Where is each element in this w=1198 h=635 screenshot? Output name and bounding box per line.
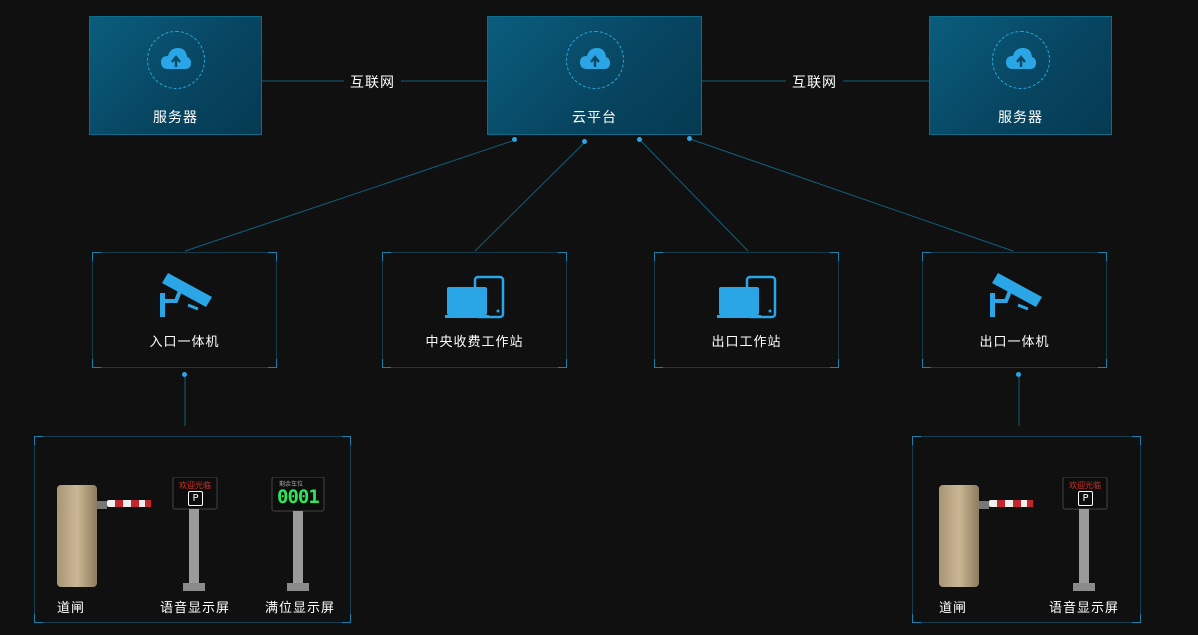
space-display-screen-text: 剩余车位 [279,481,304,488]
barrier-gate-label: 道闸 [57,601,86,616]
server-label: 服务器 [153,110,198,126]
central-toll-station: 中央收费工作站 [382,252,567,368]
cloud-upload-icon [146,31,205,89]
voice-display-screen-text: 欢迎光临 [1069,481,1101,490]
space-display-digits: 0001 [277,486,320,508]
link-cloud-exit-station [639,139,749,252]
connector-dot [582,139,587,144]
exit-device-group: 道闸 欢迎光临 P 语音显示屏 [912,436,1141,623]
entry-device-group: 道闸 欢迎光临 P 语音显示屏 剩余车位 0001 满位显示屏 [34,436,351,623]
connector-dot [637,137,642,142]
barrier-gate-icon [935,483,1035,593]
exit-terminal-label: 出口一体机 [979,335,1050,350]
parking-badge: P [1078,491,1093,506]
connector-dot [182,372,187,377]
server-label: 服务器 [998,110,1043,126]
link-cloud-exit-terminal [689,138,1014,252]
central-toll-station-label: 中央收费工作站 [425,335,524,350]
voice-display-label: 语音显示屏 [160,601,231,616]
voice-display-label: 语音显示屏 [1049,601,1120,616]
connector-dot [687,136,692,141]
network-label-right: 互联网 [786,72,843,92]
parking-badge: P [188,491,203,506]
server-left: 服务器 [89,16,262,135]
link-cloud-central-station [474,141,586,252]
cloud-platform: 云平台 [487,16,702,135]
connector-dot [1016,372,1021,377]
barrier-gate-icon [53,483,153,593]
cloud-upload-icon [565,31,624,89]
camera-icon [158,269,214,325]
cloud-platform-label: 云平台 [572,110,617,126]
space-display-icon: 剩余车位 0001 [271,476,325,597]
exit-terminal: 出口一体机 [922,252,1107,368]
link-cloud-entry-terminal [184,139,516,252]
voice-display-icon: 欢迎光临 P [1061,476,1109,597]
space-display-label: 满位显示屏 [265,601,336,616]
voice-display-icon: 欢迎光临 P [171,476,219,597]
camera-icon [988,269,1044,325]
connector-dot [512,137,517,142]
network-label-left: 互联网 [344,72,401,92]
entry-terminal: 入口一体机 [92,252,277,368]
exit-workstation: 出口工作站 [654,252,839,368]
voice-display-screen-text: 欢迎光临 [179,481,211,490]
exit-workstation-label: 出口工作站 [711,335,782,350]
computer-icon [716,275,777,325]
server-right: 服务器 [929,16,1112,135]
computer-icon [444,275,505,325]
barrier-gate-label: 道闸 [939,601,968,616]
entry-terminal-label: 入口一体机 [149,335,220,350]
cloud-upload-icon [991,31,1050,89]
